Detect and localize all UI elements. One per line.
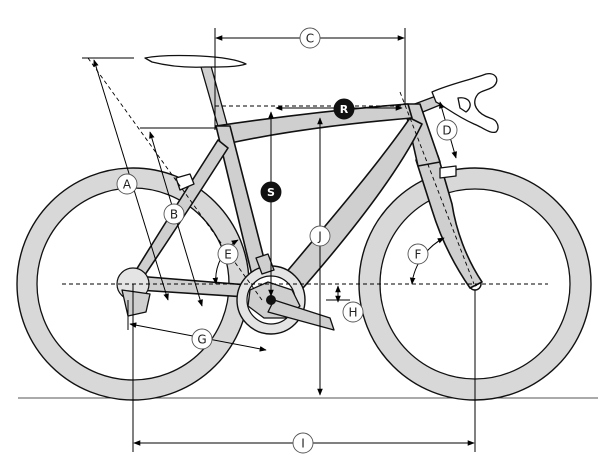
label-a: A [116, 173, 138, 195]
label-b: B [163, 203, 185, 225]
svg-text:D: D [442, 124, 451, 138]
label-j: J [309, 225, 331, 247]
svg-text:R: R [340, 103, 349, 116]
head-tube-axis-line [399, 91, 475, 285]
svg-text:E: E [224, 248, 232, 262]
handlebar [431, 73, 499, 134]
svg-text:C: C [306, 32, 314, 46]
svg-text:F: F [415, 248, 422, 262]
front-brake [439, 165, 457, 179]
svg-text:S: S [267, 186, 275, 199]
saddle [144, 54, 247, 68]
svg-text:B: B [170, 208, 178, 222]
svg-text:H: H [348, 306, 357, 320]
svg-text:A: A [123, 178, 132, 192]
label-i: I [292, 432, 314, 454]
svg-text:G: G [197, 333, 206, 347]
label-g: G [191, 328, 213, 350]
label-r: R [333, 98, 355, 120]
label-h: H [342, 301, 364, 323]
svg-text:J: J [317, 230, 322, 244]
fork [415, 155, 483, 289]
label-s: S [260, 181, 282, 203]
label-e: E [217, 243, 239, 265]
label-d: D [436, 119, 458, 141]
label-f: F [407, 243, 429, 265]
label-c: C [299, 27, 321, 49]
svg-text:I: I [301, 437, 305, 451]
